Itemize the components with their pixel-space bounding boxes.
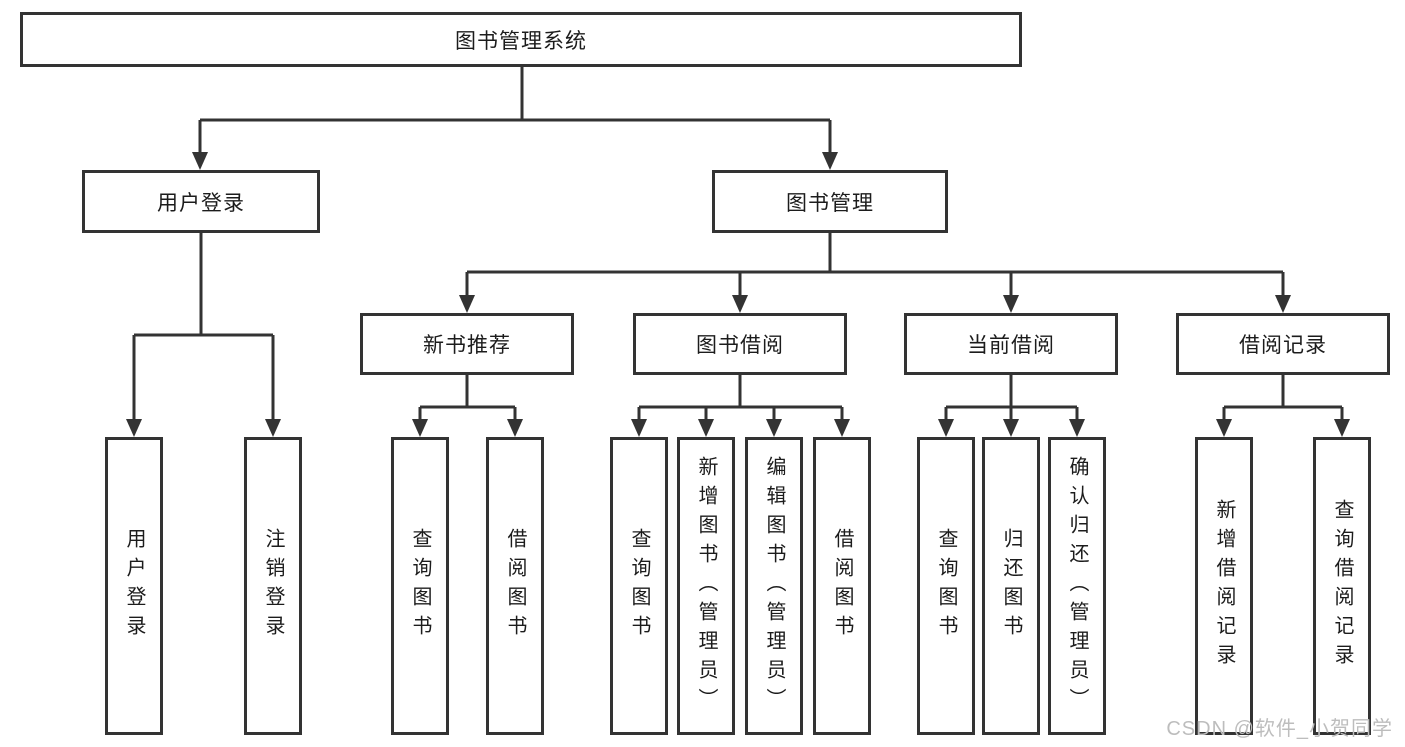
leaf-newbooks-borrow-books: 借阅图书 [486, 437, 544, 735]
node-library-system-root: 图书管理系统 [20, 12, 1022, 67]
leaf-current-query-books: 查询图书 [917, 437, 975, 735]
node-new-book-recommend: 新书推荐 [360, 313, 574, 375]
connector-borrow-to-leaves [637, 375, 844, 422]
node-borrow-records: 借阅记录 [1176, 313, 1390, 375]
node-label: 查询借阅记录 [1331, 499, 1353, 673]
node-label: 图书管理 [786, 191, 874, 215]
connector-current-to-leaves [944, 375, 1079, 422]
leaf-logout: 注销登录 [244, 437, 302, 735]
leaf-current-return-books: 归还图书 [982, 437, 1040, 735]
node-label: 确认归还（管理员） [1066, 455, 1088, 717]
node-book-borrowing: 图书借阅 [633, 313, 847, 375]
connector-book-mgmt-to-level3 [465, 233, 1285, 297]
leaf-current-confirm-return-admin: 确认归还（管理员） [1048, 437, 1106, 735]
node-label: 图书借阅 [696, 334, 784, 357]
connector-new-books-to-leaves [418, 375, 517, 422]
node-label: 查询图书 [409, 528, 431, 644]
node-label: 归还图书 [1000, 528, 1022, 644]
arrowheads [126, 152, 1350, 437]
leaf-borrowing-query-books: 查询图书 [610, 437, 668, 735]
node-label: 编辑图书（管理员） [763, 455, 785, 717]
node-label: 借阅图书 [504, 528, 526, 644]
node-label: 借阅图书 [831, 528, 853, 644]
node-label: 新书推荐 [423, 334, 511, 357]
node-book-management: 图书管理 [712, 170, 948, 233]
csdn-watermark: CSDN @软件_小贺同学 [1166, 718, 1393, 740]
node-label: 查询图书 [628, 528, 650, 644]
node-user-login: 用户登录 [82, 170, 320, 233]
node-label: 借阅记录 [1239, 334, 1327, 357]
node-current-borrowing: 当前借阅 [904, 313, 1118, 375]
leaf-newbooks-query-books: 查询图书 [391, 437, 449, 735]
connector-user-login-to-leaves [132, 233, 275, 422]
leaf-borrowing-borrow-books: 借阅图书 [813, 437, 871, 735]
node-label: 当前借阅 [967, 334, 1055, 357]
node-label: 用户登录 [123, 528, 145, 644]
connector-records-to-leaves [1222, 375, 1344, 422]
node-label: 新增借阅记录 [1213, 499, 1235, 673]
leaf-records-query-record: 查询借阅记录 [1313, 437, 1371, 735]
leaf-user-login: 用户登录 [105, 437, 163, 735]
leaf-borrowing-add-books-admin: 新增图书（管理员） [677, 437, 735, 735]
node-label: 查询图书 [935, 528, 957, 644]
leaf-borrowing-edit-books-admin: 编辑图书（管理员） [745, 437, 803, 735]
node-label: 新增图书（管理员） [695, 455, 717, 717]
node-label: 注销登录 [262, 528, 284, 644]
leaf-records-add-record: 新增借阅记录 [1195, 437, 1253, 735]
node-label: 图书管理系统 [455, 29, 587, 53]
connector-root-to-level2 [198, 67, 832, 155]
node-label: 用户登录 [157, 191, 245, 215]
